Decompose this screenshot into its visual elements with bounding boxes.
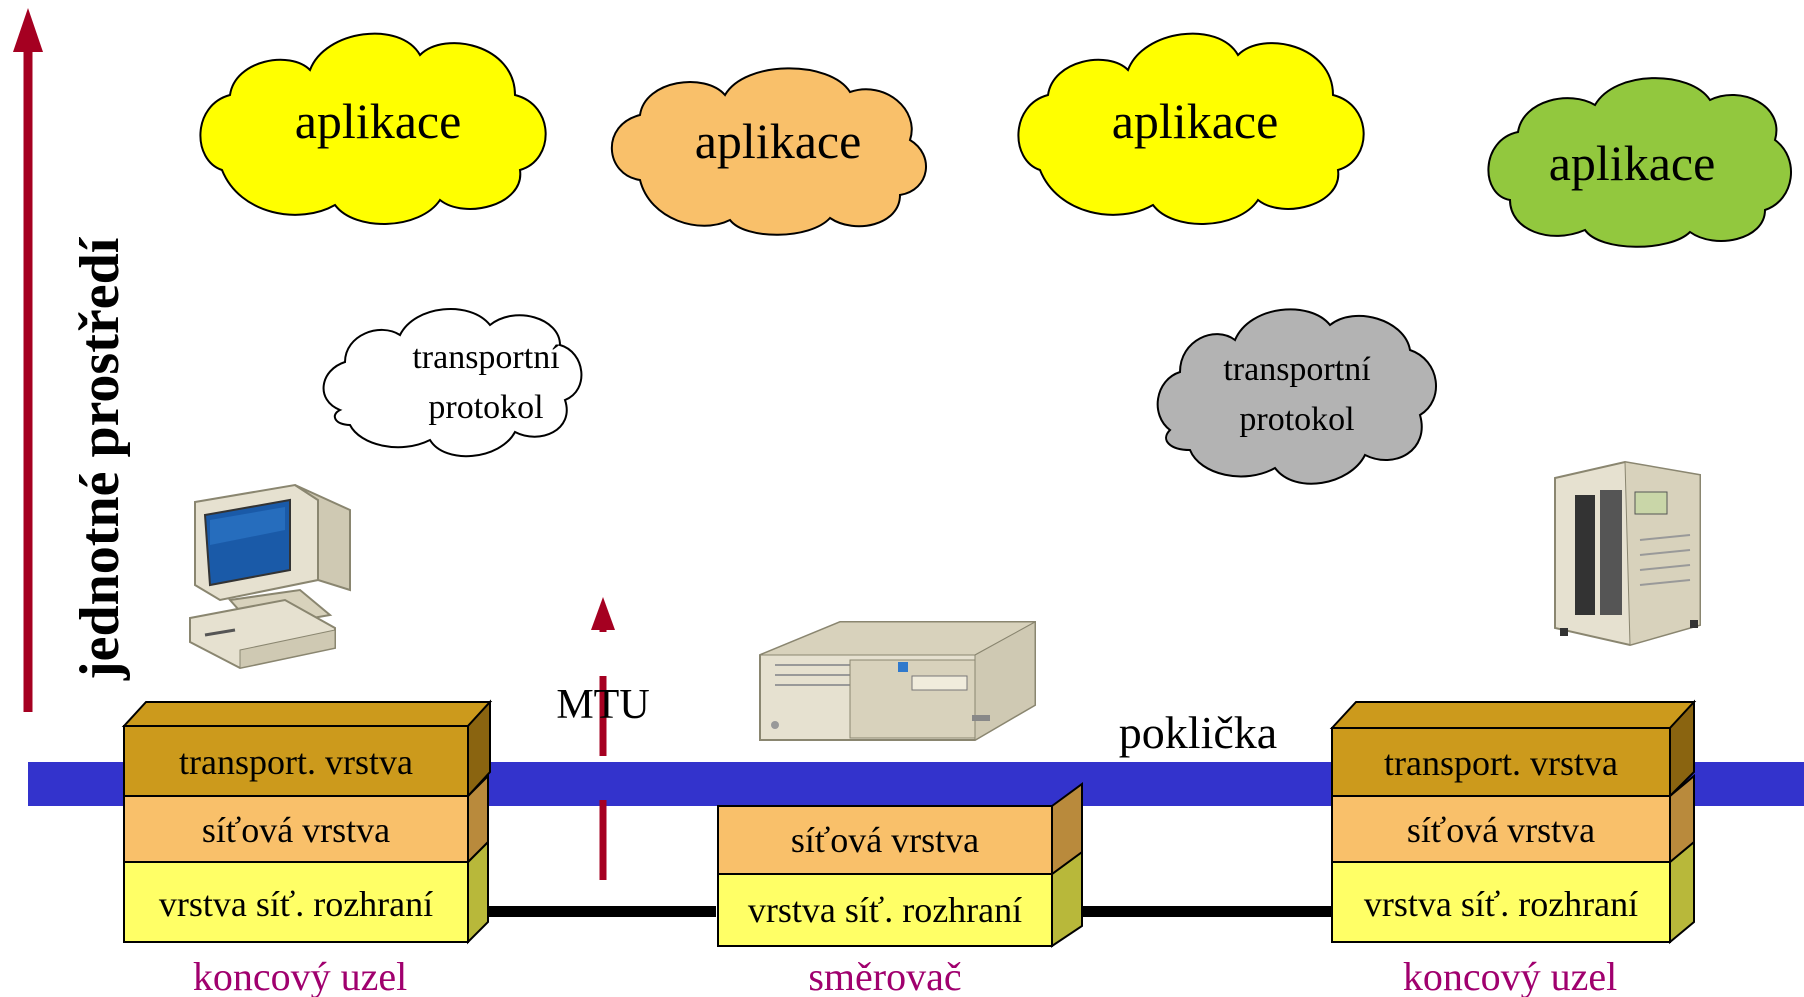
stack-left-transport-label: transport. vrstva (179, 742, 413, 782)
caption-right: koncový uzel (1403, 954, 1617, 997)
cloud-transport-left-line1: transportní (412, 339, 560, 376)
caption-left: koncový uzel (193, 954, 407, 997)
stack-right-network-layer (1331, 795, 1671, 863)
stack-router-network-label: síťová vrstva (791, 820, 979, 860)
cloud-app-3: aplikace (1017, 32, 1365, 225)
stack-router-interface-label: vrstva síť. rozhraní (748, 890, 1022, 930)
stack-left-network-layer (123, 795, 469, 863)
cloud-transport-left-shape (322, 308, 583, 458)
mtu-label: MTU (556, 682, 649, 728)
cloud-transport-right-line2: protokol (1239, 401, 1354, 438)
stack-right-transport-label: transport. vrstva (1384, 743, 1618, 783)
stack-left-transport-layer (123, 725, 469, 797)
stack-router: vrstva síť. rozhraní síťová vrstva (717, 782, 1083, 948)
stack-router-network-layer (717, 805, 1053, 875)
cloud-app-2-shape (610, 67, 927, 236)
stack-right: vrstva síť. rozhraní síťová vrstva trans… (1329, 699, 1697, 945)
cloud-app-2: aplikace (610, 67, 927, 236)
cloud-transport-left: transportní protokol (322, 308, 583, 458)
poklicka-label: poklička (1119, 707, 1277, 758)
cloud-app-4-shape (1487, 77, 1792, 248)
cloud-transport-right-line1: transportní (1223, 351, 1371, 388)
stack-right-transport-layer (1331, 727, 1671, 797)
cloud-transport-right-shape (1156, 308, 1437, 485)
router-box-icon (759, 621, 1036, 741)
cloud-app-2-label: aplikace (695, 113, 862, 169)
stack-left-interface-label: vrstva síť. rozhraní (159, 884, 433, 924)
cloud-app-1-label: aplikace (295, 93, 462, 149)
stack-router-interface-layer (717, 873, 1053, 947)
cloud-transport-left-line2: protokol (428, 389, 543, 426)
link-left-router (478, 906, 716, 917)
cloud-app-1-shape (199, 32, 547, 225)
mtu-arrow (591, 597, 615, 880)
cloud-app-4: aplikace (1487, 77, 1792, 248)
vertical-arrow (13, 8, 43, 712)
vertical-label: jednotné prostředí (69, 236, 131, 681)
link-router-right (1072, 906, 1332, 917)
cloud-app-1: aplikace (199, 32, 547, 225)
stack-right-interface-layer (1331, 861, 1671, 943)
stack-left: vrstva síť. rozhraní síťová vrstva trans… (121, 699, 493, 945)
stack-right-interface-label: vrstva síť. rozhraní (1364, 884, 1638, 924)
caption-router: směrovač (808, 954, 961, 997)
cloud-transport-right: transportní protokol (1156, 308, 1437, 485)
stack-left-interface-layer (123, 861, 469, 943)
desktop-computer-icon (189, 483, 351, 670)
cloud-app-3-shape (1017, 32, 1365, 225)
stack-right-network-label: síťová vrstva (1407, 810, 1595, 850)
cloud-app-4-label: aplikace (1549, 135, 1716, 191)
cloud-app-3-label: aplikace (1112, 93, 1279, 149)
server-tower-icon (1554, 460, 1701, 647)
stack-left-network-label: síťová vrstva (202, 810, 390, 850)
